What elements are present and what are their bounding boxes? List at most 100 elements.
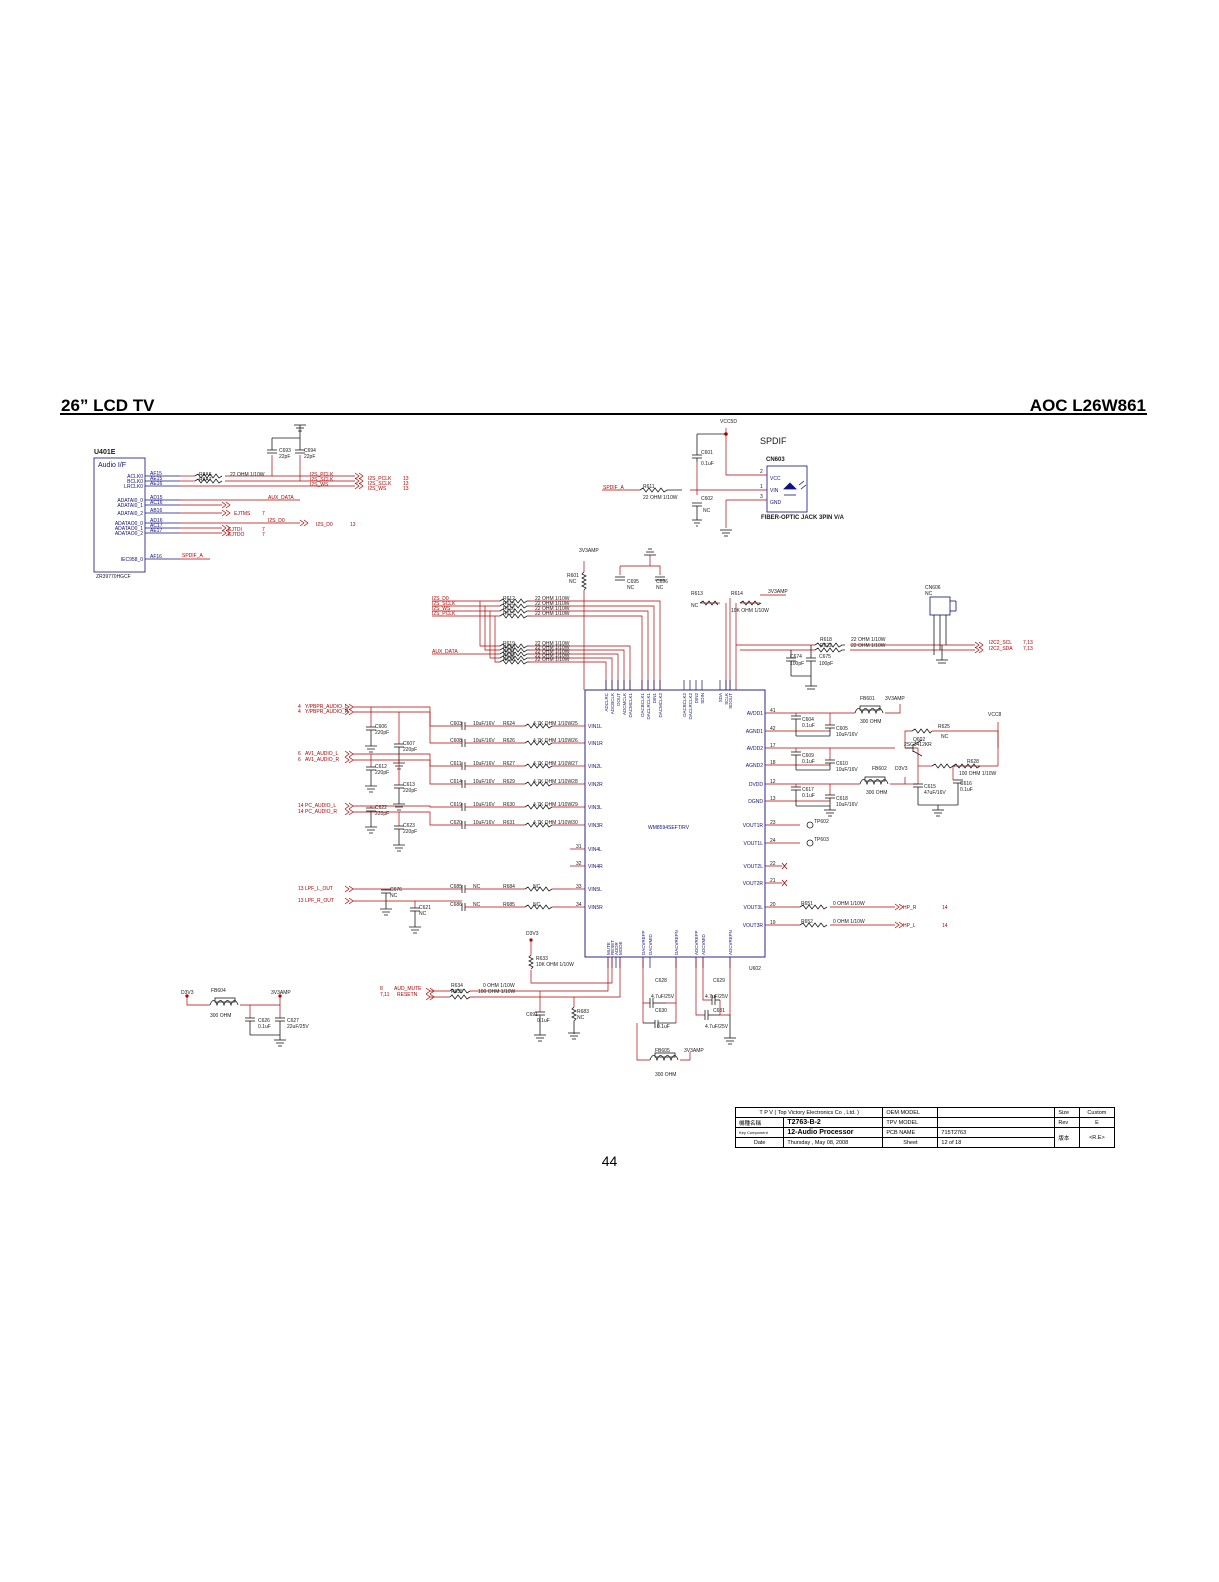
model-title: AOC L26W861 [1029, 396, 1146, 415]
codec-left-pin-name: VIN1R [588, 741, 603, 747]
r683-value: NC [577, 1015, 585, 1021]
page-i2s-ws: 13 [403, 486, 409, 492]
document-title: 26” LCD TV [61, 396, 155, 415]
u401e-pin-num: AB16 [150, 508, 162, 514]
cn603-ref: CN603 [766, 457, 785, 463]
codec-top-pin-name: SDOUT [728, 693, 733, 709]
net-i2c-sda: I2C2_SDA [989, 646, 1013, 652]
codec-bottom-pin-name: DACVMID [648, 933, 653, 955]
i2s-net-aux: AUX_DATA [432, 649, 458, 655]
series-resistor [524, 804, 553, 810]
r617-value: 22 OHM 1/10W [535, 611, 570, 617]
input-offpage-arrow [344, 802, 354, 810]
codec-top-pin-name: DACLRCLK1 [646, 693, 651, 720]
codec-top-pin-name: ADCLRC [604, 692, 609, 711]
codec-bottom-pin-name: ADCVREFP [694, 930, 699, 955]
codec-top-pin-name: SCLK [724, 693, 729, 705]
sheet-title: 12-Audio Processor [783, 1127, 884, 1138]
series-resistor [524, 781, 553, 787]
net-hp-l: HP_L [903, 923, 916, 929]
input-net-page: 6 [298, 757, 301, 763]
c609-value: 0.1uF [802, 759, 815, 765]
c629-value: 4.7uF/25V [705, 994, 729, 1000]
codec-bottom-pin-name: RESET [610, 940, 615, 955]
codec-top-pin-name: DACMCLK1 [628, 693, 633, 718]
coupling-cap-ref: C614 [450, 779, 462, 785]
vcc8-label: VCC8 [988, 712, 1002, 718]
codec-right-pin-name: VOUT1R [743, 823, 764, 829]
input-net-page: 14 [298, 803, 304, 809]
cn606-value: NC [925, 591, 933, 597]
q602-ref: Q602 [913, 737, 925, 743]
codec-right-pin-name: DGND [748, 799, 763, 805]
codec-top-pin-name: SDIN [700, 693, 705, 704]
r620-value: 22 OHM 1/10W [535, 645, 570, 651]
codec-bottom-pin-name: DACVREFP [641, 930, 646, 955]
net-ejtms: EJTMS [234, 511, 251, 517]
rev2-value: <R.E> [1078, 1127, 1116, 1148]
c604-value: 0.1uF [802, 723, 815, 729]
c696-ref: C696 [656, 579, 668, 585]
r651-ref: R651 [801, 901, 813, 907]
page-i2c-scl: 7,13 [1023, 640, 1033, 646]
input-offpage-arrow [344, 897, 354, 905]
coupling-cap-value: 10uF/16V [473, 721, 495, 727]
u401e-pin-num: AE15 [150, 476, 162, 482]
input-net-name: AV1_AUDIO_L [305, 751, 338, 757]
codec-right-pin-num: 22 [770, 861, 776, 867]
u401e-pin-name: ACLK0 [127, 474, 143, 480]
series-resistor [524, 740, 553, 746]
r612-ref: R612 [503, 596, 515, 602]
c604-ref: C604 [802, 717, 814, 723]
c691-ref: C691 [526, 1012, 538, 1018]
codec-right-pin-num: 18 [770, 760, 776, 766]
c610-ref: C610 [836, 761, 848, 767]
r618-value: 22 OHM 1/10W [851, 637, 886, 643]
page-ejtms: 7 [262, 511, 265, 517]
offpage-i2s-pclk: I2S_PCLK [368, 476, 392, 482]
r611-value: 22 OHM 1/10W [643, 495, 678, 501]
input-wire [353, 759, 462, 785]
fb604-ref: FB604 [211, 988, 226, 994]
filter-cap-ref: C607 [403, 741, 415, 747]
input-net-name: Y/PBPR_AUDIO_L [305, 704, 348, 710]
filter-cap-value: 220pF [375, 730, 389, 736]
cn603-pin1-name: VIN [770, 488, 779, 494]
i2s-net-ws: I2S_WS [432, 606, 451, 612]
u401e-pin-num: AC16 [150, 500, 163, 506]
u401e-pin-num: AF15 [150, 471, 162, 477]
input-net-page: 4 [298, 704, 301, 710]
codec-right-pin-num: 17 [770, 743, 776, 749]
series-resistor [524, 886, 553, 892]
fiber-optic-label: FIBER-OPTIC JACK 3PIN V/A [761, 515, 845, 521]
codec-right-pin-name: AGND1 [746, 729, 763, 735]
codec-bottom-pin-name: ADCVREFN [728, 930, 733, 955]
tp603-label: TP603 [814, 837, 829, 843]
r633-ref: R633 [536, 956, 548, 962]
u401e-pin-name: ADATAO0_2 [115, 531, 143, 537]
codec-top-pin-name: DACLRCLK2 [688, 693, 693, 720]
fb605-value: 300 OHM [655, 1072, 676, 1078]
ground-symbol [365, 826, 377, 834]
r616-ref: R616 [503, 606, 515, 612]
offpage-i2s-ws: I2S_WS [368, 486, 387, 492]
u401e-pin-name: ADATAO0_1 [115, 526, 143, 532]
coupling-cap-ref: C685 [450, 884, 462, 890]
u401e-pin-num: AC17 [150, 523, 163, 529]
net-resetn: RESETN [397, 992, 418, 998]
cn603-pin3-num: 3 [760, 494, 763, 500]
series-res-value: 4.7K OHM 1/10W26 [533, 738, 578, 744]
net-hp-r: HP_R [903, 905, 917, 911]
filter-cap-value: 220pF [403, 788, 417, 794]
c693-value: 22pF [279, 454, 290, 460]
codec-top-pin-name: DIN2 [694, 693, 699, 704]
net-aux-data: AUX_DATA [268, 495, 294, 501]
codec-right-pin-num: 20 [770, 902, 776, 908]
c695-value: NC [627, 585, 635, 591]
codec-block: WM8594SEFT/RV U602 VIN1LVIN1RVIN2LVIN2RV… [570, 680, 776, 972]
c693-ref: C693 [279, 448, 291, 454]
date-value: Thursday , May 08, 2008 [783, 1137, 884, 1148]
series-res-ref: R624 [503, 721, 515, 727]
